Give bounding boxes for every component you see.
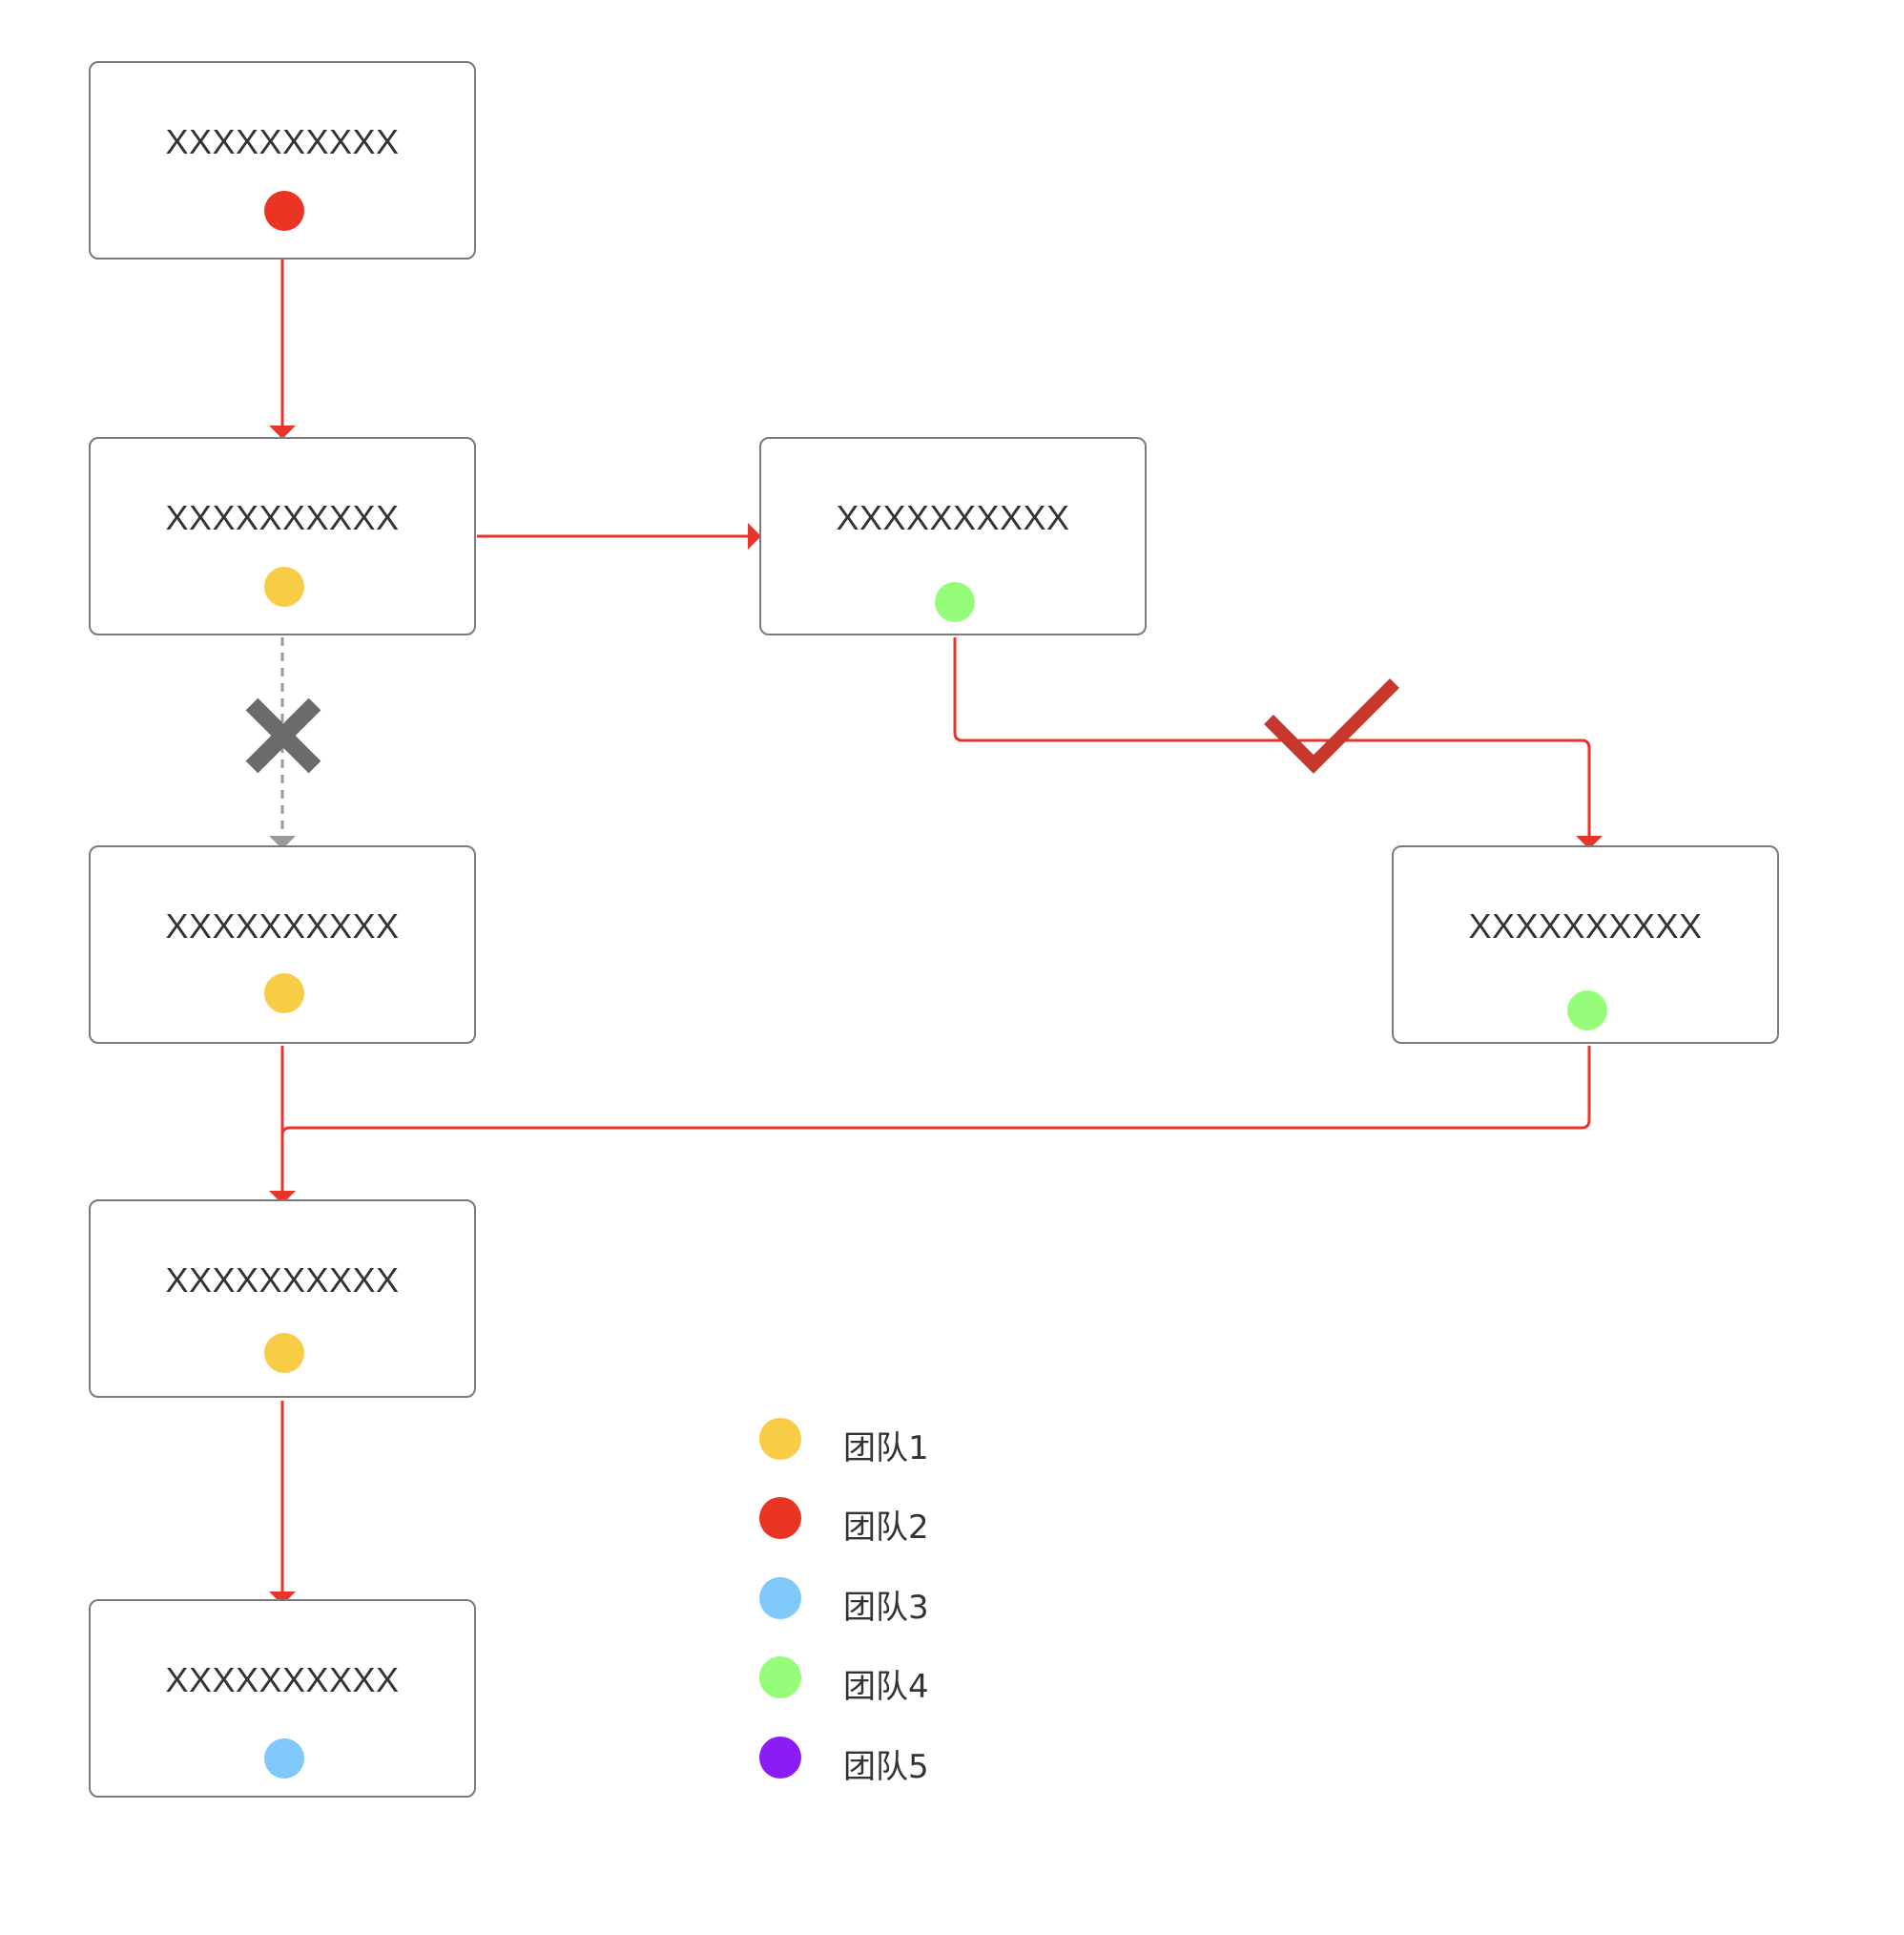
node-3: XXXXXXXXXX bbox=[759, 437, 1147, 635]
node-label: XXXXXXXXXX bbox=[165, 498, 400, 537]
node-label: XXXXXXXXXX bbox=[165, 1260, 400, 1300]
team-dot bbox=[264, 973, 304, 1013]
cross-mark-icon bbox=[245, 697, 321, 774]
team-dot bbox=[264, 567, 304, 607]
edge-n5-n6 bbox=[280, 1046, 1591, 1136]
edge-n2-n3 bbox=[477, 523, 761, 550]
edge-n6-n7 bbox=[269, 1401, 296, 1605]
legend-label: 团队2 bbox=[843, 1508, 929, 1547]
node-label: XXXXXXXXXX bbox=[165, 122, 400, 161]
legend-dot bbox=[759, 1737, 801, 1779]
legend-dot bbox=[759, 1418, 801, 1460]
node-label: XXXXXXXXXX bbox=[1468, 906, 1703, 946]
node-6: XXXXXXXXXX bbox=[89, 1199, 476, 1398]
node-label: XXXXXXXXXX bbox=[165, 1660, 400, 1699]
edge-n3-n5 bbox=[953, 637, 1603, 849]
node-1: XXXXXXXXXX bbox=[89, 61, 476, 260]
legend-label: 团队1 bbox=[843, 1429, 929, 1467]
check-mark-icon bbox=[1264, 678, 1399, 774]
team-dot bbox=[1567, 990, 1607, 1030]
team-dot bbox=[264, 191, 304, 231]
legend-dot bbox=[759, 1497, 801, 1539]
legend-label: 团队4 bbox=[843, 1668, 929, 1706]
team-dot bbox=[264, 1738, 304, 1779]
legend-dot bbox=[759, 1577, 801, 1619]
legend-label: 团队3 bbox=[843, 1589, 929, 1627]
node-2: XXXXXXXXXX bbox=[89, 437, 476, 635]
edge-n4-n6 bbox=[269, 1046, 296, 1204]
node-5: XXXXXXXXXX bbox=[1392, 845, 1779, 1044]
legend-label: 团队5 bbox=[843, 1748, 929, 1786]
legend-dot bbox=[759, 1656, 801, 1698]
team-dot bbox=[935, 582, 975, 622]
node-label: XXXXXXXXXX bbox=[836, 498, 1070, 537]
node-4: XXXXXXXXXX bbox=[89, 845, 476, 1044]
edge-n1-n2 bbox=[269, 260, 296, 439]
team-dot bbox=[264, 1333, 304, 1373]
node-7: XXXXXXXXXX bbox=[89, 1599, 476, 1798]
node-label: XXXXXXXXXX bbox=[165, 906, 400, 946]
